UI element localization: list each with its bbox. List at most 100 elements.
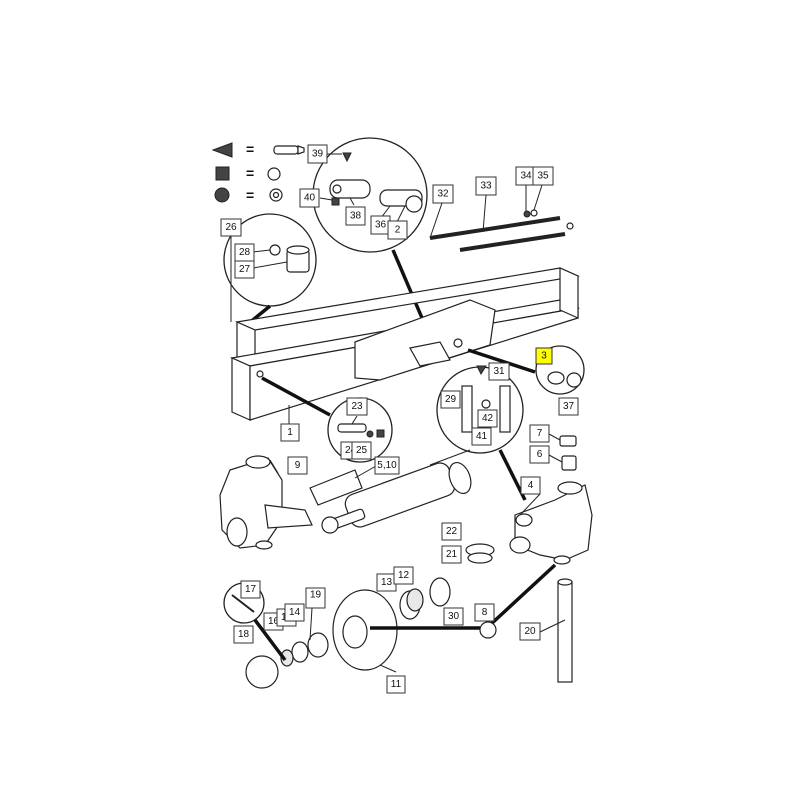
housing-9-top — [245, 455, 271, 469]
callout-42[interactable]: 42 — [477, 409, 498, 428]
tie-rod-33 — [429, 216, 561, 240]
pin-29 — [461, 385, 473, 433]
svg-text:13: 13 — [381, 577, 393, 588]
svg-text:35: 35 — [537, 171, 549, 182]
housing-9-bottom — [255, 540, 273, 550]
svg-text:6: 6 — [537, 449, 543, 460]
legend-equals-3: = — [246, 187, 254, 203]
callout-6[interactable]: 6 — [529, 445, 550, 464]
svg-text:32: 32 — [437, 189, 449, 200]
callout-3[interactable]: 3 — [535, 347, 553, 365]
callout-37[interactable]: 37 — [558, 397, 579, 416]
housing-4-bottom — [553, 555, 571, 565]
leader-11 — [379, 664, 397, 673]
callout-23[interactable]: 23 — [346, 397, 368, 416]
callout-35[interactable]: 35 — [532, 166, 554, 186]
callout-29[interactable]: 29 — [440, 390, 461, 409]
svg-text:26: 26 — [225, 222, 237, 233]
callout-22[interactable]: 22 — [441, 522, 462, 541]
callout-14[interactable]: 14 — [284, 603, 305, 622]
seal-30 — [429, 577, 451, 607]
svg-text:34: 34 — [520, 171, 532, 182]
svg-text:3: 3 — [541, 351, 547, 362]
callout-19[interactable]: 19 — [305, 587, 326, 609]
svg-text:16: 16 — [268, 616, 280, 627]
cylinder-pipe — [429, 449, 471, 466]
detail-pointer-right — [467, 348, 536, 374]
detail-grease-nipple — [223, 213, 317, 330]
callout-510[interactable]: 5,10 — [374, 456, 400, 475]
callout-36[interactable]: 36 — [370, 215, 391, 235]
callout-7[interactable]: 7 — [529, 424, 550, 443]
leader-4 — [519, 493, 541, 516]
svg-text:30: 30 — [448, 611, 460, 622]
callout-38[interactable]: 38 — [345, 206, 366, 226]
detail-pointer-pin — [253, 618, 287, 662]
leader-510 — [354, 465, 377, 479]
leader-33 — [482, 194, 487, 233]
svg-text:31: 31 — [493, 366, 505, 377]
callout-41[interactable]: 41 — [471, 427, 492, 446]
cylinder-rod-end — [309, 469, 363, 506]
callout-20[interactable]: 20 — [519, 622, 541, 641]
svg-text:33: 33 — [480, 181, 492, 192]
hub-11-bore — [342, 615, 368, 649]
leader-23 — [351, 415, 358, 425]
svg-text:5,10: 5,10 — [377, 460, 397, 471]
steering-arm-left — [264, 504, 313, 529]
nut-marker-icon — [331, 197, 340, 206]
washer-37 — [566, 372, 582, 388]
legend: = = = — [211, 141, 305, 203]
callout-12[interactable]: 12 — [393, 566, 414, 585]
rod-eye — [321, 516, 339, 534]
svg-text:8: 8 — [482, 607, 488, 618]
callout-28[interactable]: 28 — [234, 243, 255, 262]
callout-40[interactable]: 40 — [299, 188, 320, 208]
bolt-icon — [273, 145, 299, 155]
callout-11[interactable]: 11 — [386, 675, 406, 694]
steering-cylinder — [309, 449, 472, 534]
svg-text:12: 12 — [398, 570, 410, 581]
wheel-hub-assembly — [245, 577, 497, 689]
callout-18[interactable]: 18 — [233, 625, 254, 644]
svg-text:42: 42 — [482, 413, 494, 424]
svg-text:27: 27 — [239, 264, 251, 275]
svg-text:41: 41 — [476, 431, 488, 442]
bolt-marker-icon — [342, 152, 352, 163]
svg-text:9: 9 — [295, 460, 301, 471]
callout-13[interactable]: 13 — [376, 573, 397, 592]
callout-30[interactable]: 30 — [443, 607, 464, 626]
legend-equals-1: = — [246, 141, 254, 157]
callout-39[interactable]: 39 — [307, 144, 328, 164]
callout-31[interactable]: 31 — [488, 362, 510, 381]
callout-32[interactable]: 32 — [432, 184, 454, 204]
bracket-lug — [409, 341, 451, 367]
washer-15 — [291, 641, 309, 663]
callout-4[interactable]: 4 — [520, 476, 541, 495]
callout-1[interactable]: 1 — [280, 423, 300, 442]
pin-36-head — [405, 195, 423, 213]
svg-text:37: 37 — [563, 401, 575, 412]
callout-9[interactable]: 9 — [287, 456, 308, 475]
svg-text:19: 19 — [310, 590, 322, 601]
callout-17[interactable]: 17 — [240, 580, 261, 599]
svg-text:40: 40 — [304, 193, 316, 204]
callout-8[interactable]: 8 — [474, 603, 495, 622]
svg-text:11: 11 — [391, 679, 402, 690]
svg-text:2: 2 — [395, 225, 401, 236]
leader-2 — [396, 205, 406, 223]
split-pin-17 — [231, 594, 255, 613]
callout-26[interactable]: 26 — [220, 218, 242, 237]
callout-27[interactable]: 27 — [234, 260, 255, 279]
pivot-bracket — [354, 299, 496, 381]
callout-2[interactable]: 2 — [387, 220, 408, 240]
callout-21[interactable]: 21 — [441, 545, 462, 564]
svg-text:4: 4 — [528, 480, 534, 491]
housing-4-lower-eye — [509, 536, 531, 554]
bracket-body — [354, 299, 496, 381]
nut-25 — [376, 429, 385, 438]
spring-washer-icon — [267, 167, 281, 181]
callout-25[interactable]: 25 — [351, 441, 372, 460]
callout-33[interactable]: 33 — [475, 176, 497, 196]
